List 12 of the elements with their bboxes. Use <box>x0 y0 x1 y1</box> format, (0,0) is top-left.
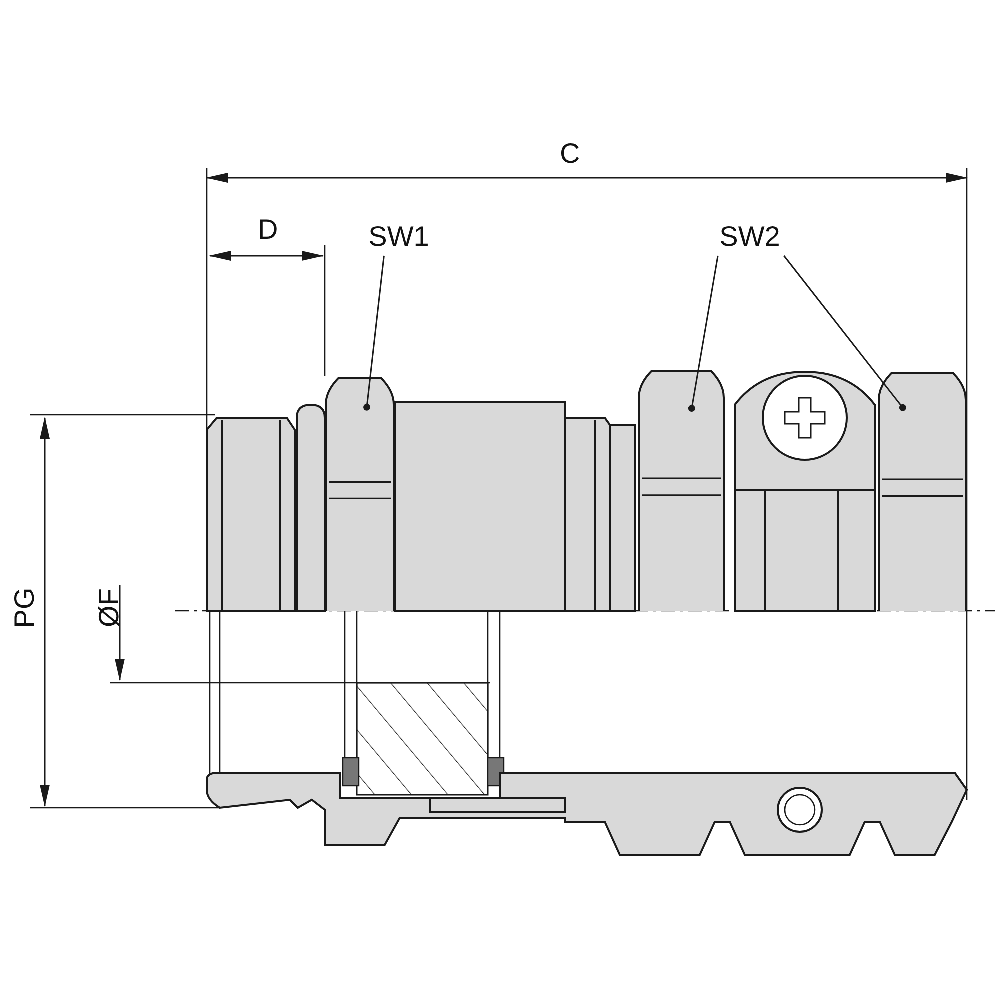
dimension-label: C <box>560 138 580 170</box>
leader-line <box>364 256 385 411</box>
dimension-label: PG <box>9 588 42 628</box>
dimension-label: D <box>258 214 278 246</box>
leader-line <box>688 256 719 412</box>
part-label: SW2 <box>720 221 780 253</box>
hex-nut <box>638 370 725 611</box>
leader-line <box>784 256 906 412</box>
hex-nut <box>878 372 967 611</box>
part-label: SW1 <box>368 221 430 253</box>
dimension-label: ØF <box>93 588 126 628</box>
hex-nut <box>325 377 395 611</box>
